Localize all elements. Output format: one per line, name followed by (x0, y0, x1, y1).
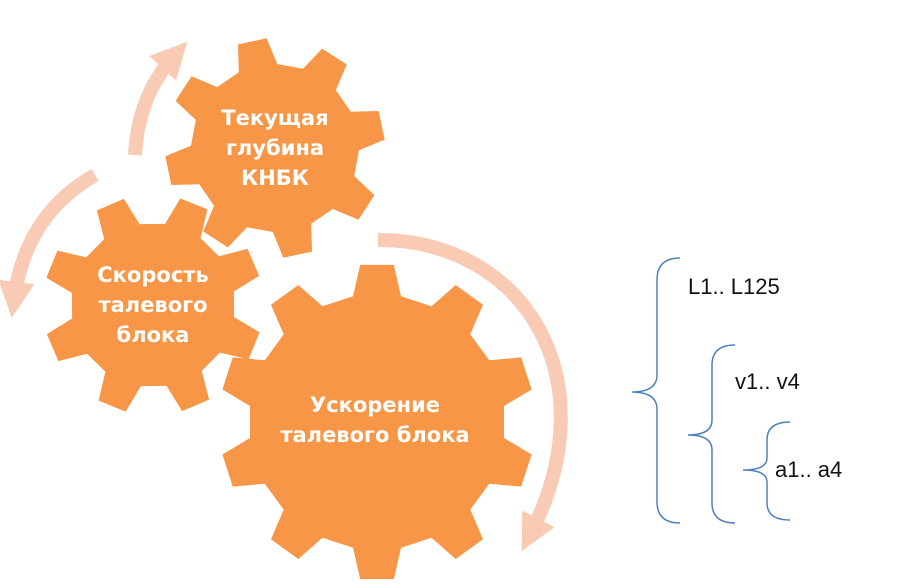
range-velocities-label: v1.. v4 (735, 369, 800, 394)
range-accelerations-label: a1.. a4 (775, 457, 842, 482)
gear-depth-label-line-2: глубина (226, 136, 324, 160)
gear-depth-label-line-3: КНБК (241, 166, 309, 190)
brace-lengths (631, 257, 681, 524)
range-lengths-label: L1.. L125 (688, 274, 780, 299)
gear-acceleration-label-line-1: Ускорение (310, 393, 440, 417)
gear-depth (165, 38, 385, 258)
gear-speed-label-line-3: блока (117, 323, 190, 347)
gear-speed (46, 198, 260, 412)
brace-accelerations (742, 421, 791, 521)
gear-depth-label-line-1: Текущая (221, 106, 328, 130)
brace-velocities (687, 344, 736, 524)
gear-acceleration-label-line-2: талевого блока (280, 423, 469, 447)
cycle-arrow-top (128, 41, 188, 156)
gear-speed-label-line-2: талевого (98, 293, 207, 317)
cycle-arrow-right (377, 233, 568, 552)
cycle-arrow-left (0, 168, 99, 319)
gear-acceleration (222, 264, 532, 580)
gear-speed-label-line-1: Скорость (97, 263, 208, 287)
